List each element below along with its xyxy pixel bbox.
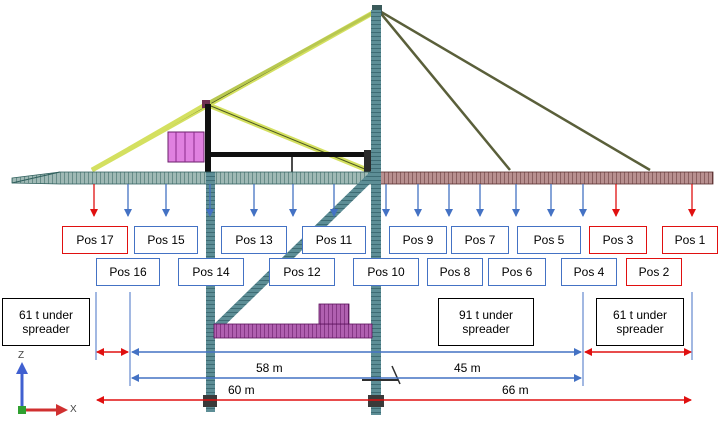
position-label: Pos 16 [109,265,147,279]
position-box: Pos 4 [561,258,617,286]
position-box: Pos 12 [269,258,335,286]
position-label: Pos 13 [235,233,273,247]
position-label: Pos 8 [439,265,471,279]
dim-label-45: 45 m [452,361,483,375]
position-label: Pos 17 [76,233,114,247]
position-label: Pos 1 [674,233,706,247]
position-box: Pos 6 [488,258,546,286]
position-label: Pos 5 [533,233,565,247]
position-box: Pos 3 [589,226,647,254]
portal-beam [213,303,373,339]
position-label: Pos 12 [283,265,321,279]
position-box: Pos 15 [134,226,198,254]
dim-label-60: 60 m [226,383,257,397]
position-box: Pos 9 [389,226,447,254]
position-label: Pos 7 [464,233,496,247]
load-arrows [90,184,696,217]
range-boundaries [95,292,693,386]
legs [203,10,401,415]
position-label: Pos 9 [402,233,434,247]
position-label: Pos 10 [367,265,405,279]
load-box-left: 61 t under spreader [2,298,90,346]
load-box-right: 61 t under spreader [596,298,684,346]
axis-label-z: Z [18,350,25,361]
load-label-left: 61 t under spreader [18,308,74,336]
position-label: Pos 11 [315,233,353,247]
trolley-house [167,104,376,174]
axis-label-x: X [70,404,77,415]
position-label: Pos 2 [638,265,670,279]
position-label: Pos 4 [573,265,605,279]
dim-label-58: 58 m [254,361,285,375]
position-box: Pos 13 [221,226,287,254]
girder [11,171,714,185]
load-box-center: 91 t under spreader [438,298,534,346]
load-label-right: 61 t under spreader [612,308,668,336]
position-box: Pos 5 [517,226,581,254]
position-box: Pos 14 [178,258,244,286]
position-label: Pos 3 [602,233,634,247]
load-label-center: 91 t under spreader [458,308,514,336]
position-label: Pos 14 [192,265,230,279]
dim-label-66: 66 m [500,383,531,397]
position-label: Pos 15 [147,233,185,247]
position-label: Pos 6 [501,265,533,279]
axis-triad [16,362,68,416]
position-box: Pos 17 [62,226,128,254]
position-box: Pos 2 [626,258,682,286]
dimension-lines [96,348,692,404]
position-box: Pos 7 [451,226,509,254]
boom-structure [90,5,651,175]
position-box: Pos 16 [96,258,160,286]
position-box: Pos 1 [662,226,718,254]
position-box: Pos 8 [427,258,483,286]
position-box: Pos 11 [302,226,366,254]
position-box: Pos 10 [353,258,419,286]
